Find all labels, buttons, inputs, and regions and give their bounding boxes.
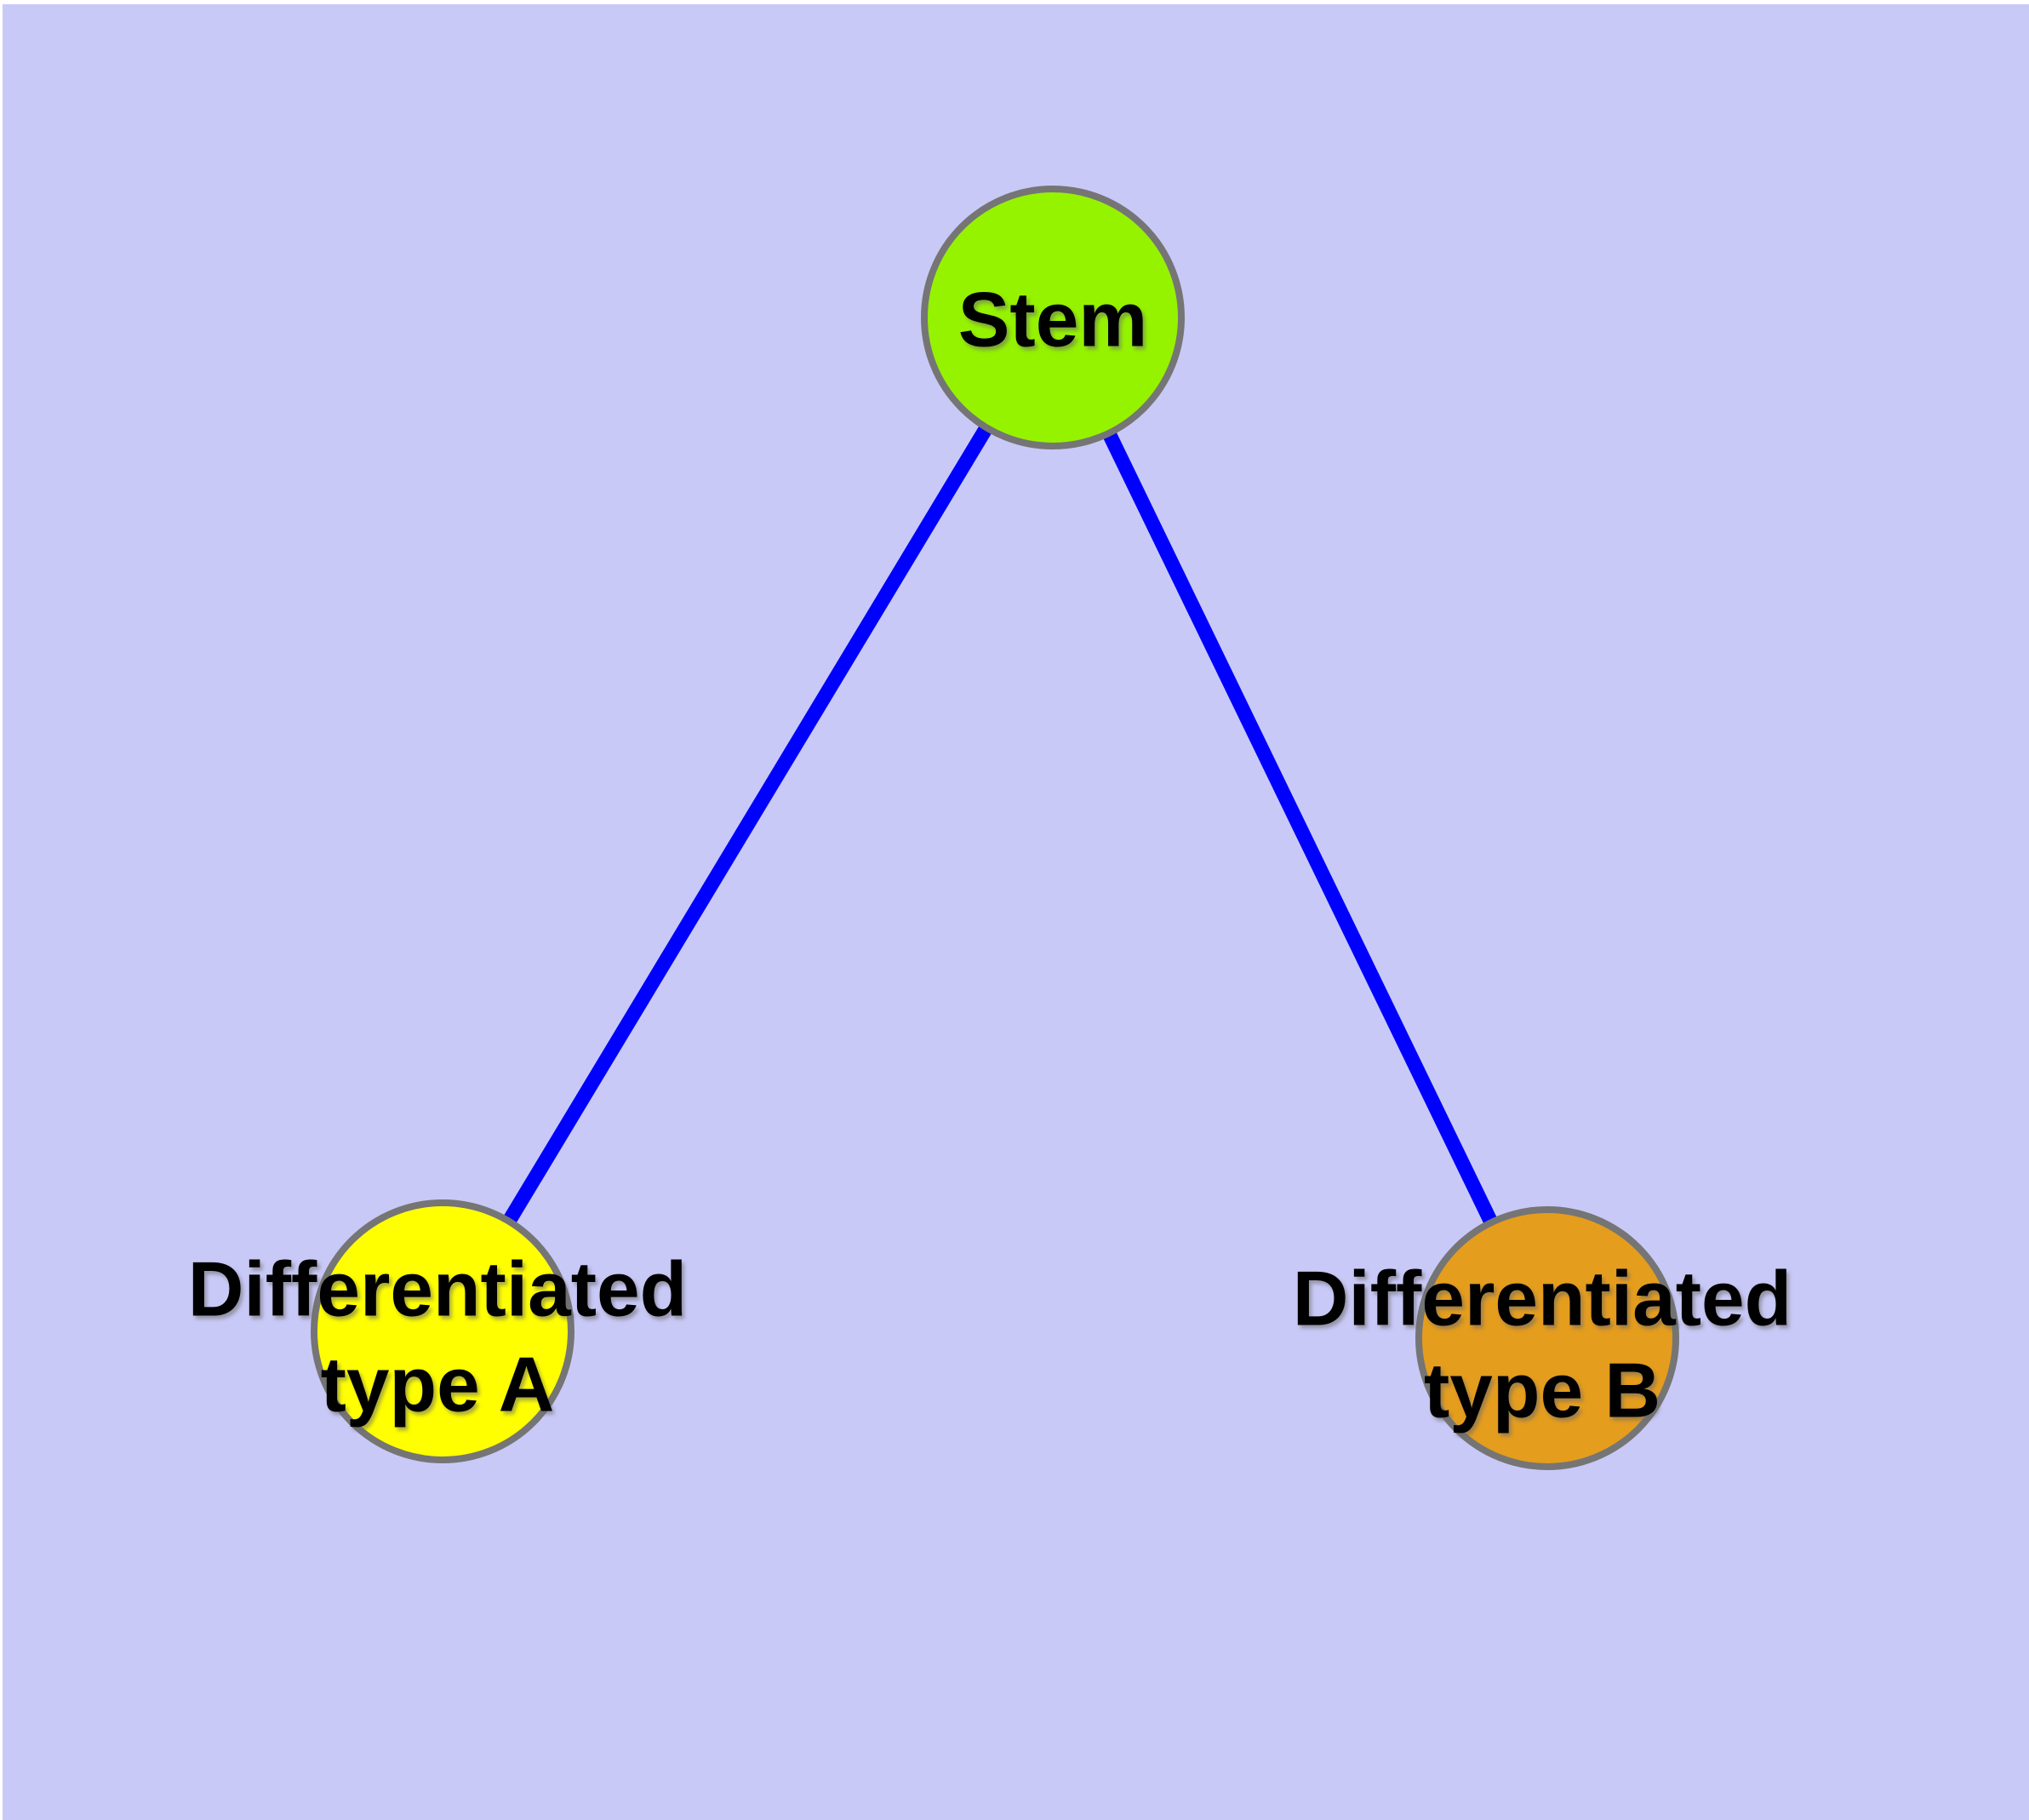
edge-stem-to-type-a — [435, 310, 1060, 1339]
node-type-a-circle — [311, 1199, 574, 1463]
edge-stem-to-type-b — [1045, 310, 1555, 1346]
node-type-a-label-line2: type A — [321, 1342, 555, 1428]
node-type-b-label-line1: Differentiated — [1293, 1256, 1792, 1342]
node-type-a-label-line1: Differentiated — [188, 1247, 688, 1333]
node-stem-label: Stem — [958, 278, 1148, 363]
node-stem-circle — [921, 186, 1185, 449]
node-type-b-label-line2: type B — [1424, 1348, 1660, 1434]
node-type-b-circle — [1415, 1206, 1679, 1470]
